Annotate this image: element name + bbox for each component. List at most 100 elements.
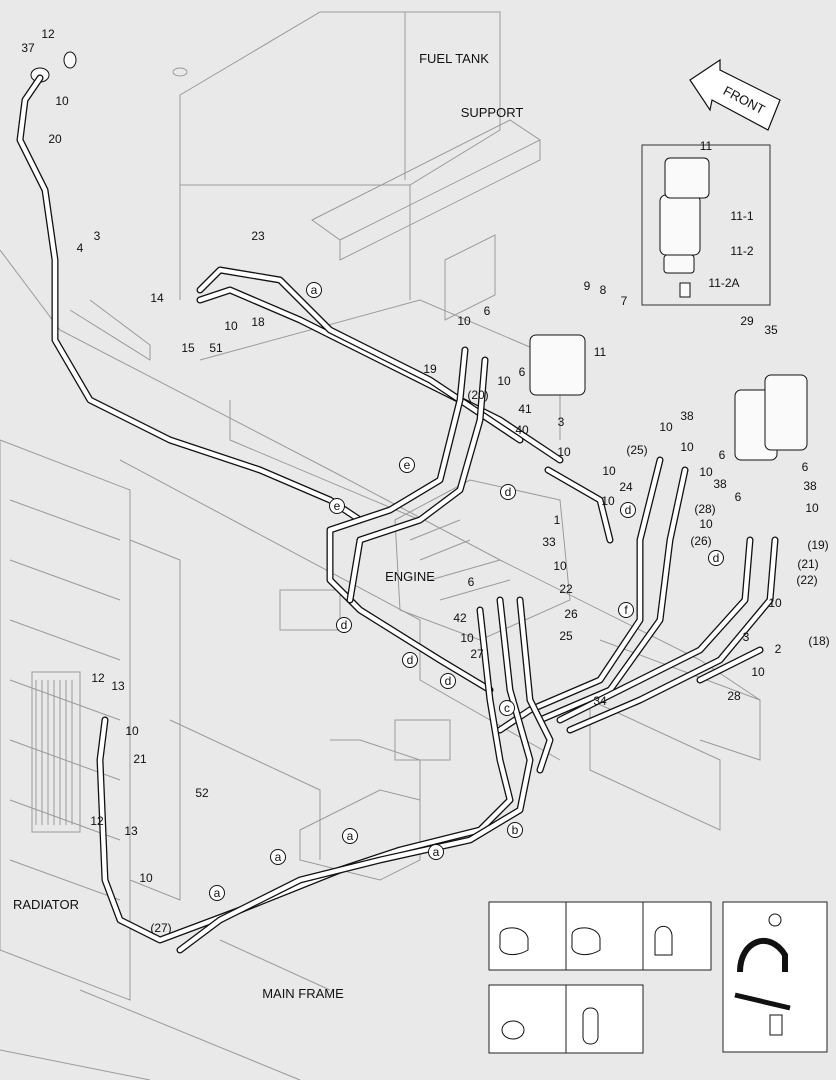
- clamp-marker: e: [329, 498, 345, 514]
- part-number-label: 9: [584, 279, 591, 293]
- part-number-label: 8: [600, 283, 607, 297]
- part-number-label: 11-2: [730, 244, 753, 258]
- part-number-label: 10: [768, 596, 782, 610]
- part-number-label: 3: [743, 630, 750, 644]
- part-number-label: 41: [518, 402, 532, 416]
- part-number-label: 6: [484, 304, 491, 318]
- part-number-label: 7: [621, 294, 628, 308]
- part-number-label: 10: [224, 319, 238, 333]
- part-number-label: 13: [111, 679, 125, 693]
- clamp-marker: a: [306, 282, 322, 298]
- part-number-label: 10: [601, 494, 615, 508]
- clamp-marker-letter: b: [512, 823, 519, 837]
- part-number-label: (19): [807, 538, 828, 552]
- part-number-label: 38: [713, 477, 727, 491]
- part-number-label: 10: [751, 665, 765, 679]
- part-number-label: (28): [694, 502, 715, 516]
- part-number-label: 29: [740, 314, 754, 328]
- part-number-label: 10: [805, 501, 819, 515]
- part-number-label: 10: [557, 445, 571, 459]
- part-number-label: (26): [690, 534, 711, 548]
- clamp-marker-letter: d: [341, 618, 348, 632]
- clamp-marker-letter: e: [404, 458, 411, 472]
- part-number-label: 33: [542, 535, 556, 549]
- part-number-label: 10: [125, 724, 139, 738]
- support-beam: [311, 119, 541, 241]
- area-title: FUEL TANK: [419, 51, 489, 66]
- part-number-label: 11: [700, 139, 713, 153]
- part-number-label: 38: [680, 409, 694, 423]
- part-number-label: 20: [48, 132, 62, 146]
- part-number-label: 6: [519, 365, 526, 379]
- part-number-label: 10: [497, 374, 511, 388]
- clamp-marker: d: [708, 550, 724, 566]
- machine-structure: [0, 11, 808, 1080]
- clamp-marker: e: [399, 457, 415, 473]
- part-number-label: 10: [460, 631, 474, 645]
- area-title: MAIN FRAME: [262, 986, 344, 1001]
- part-number-label: 10: [139, 871, 153, 885]
- part-number-label: 13: [124, 824, 138, 838]
- part-number-label: 2: [775, 642, 782, 656]
- part-number-label: 6: [735, 490, 742, 504]
- part-number-label: 6: [719, 448, 726, 462]
- clamp-marker-letter: d: [407, 653, 414, 667]
- area-title: ENGINE: [385, 569, 435, 584]
- clamp-marker-letter: d: [625, 503, 632, 517]
- clamp-marker-letter: d: [445, 674, 452, 688]
- clamp-marker: f: [618, 602, 634, 618]
- clamp-markers: aeedddfdddcbaaaaabcdef: [209, 282, 779, 1000]
- legend-panel-c: [642, 901, 712, 971]
- part-number-label: 22: [559, 582, 573, 596]
- fuel-filter-b: [764, 374, 808, 451]
- part-number-label: (22): [796, 573, 817, 587]
- part-number-label: 12: [90, 814, 104, 828]
- part-number-label: 27: [470, 647, 484, 661]
- clamp-marker-letter: a: [347, 829, 354, 843]
- clamp-marker: c: [499, 700, 515, 716]
- part-number-label: 10: [457, 314, 471, 328]
- part-number-label: 3: [94, 229, 101, 243]
- part-number-label: 51: [209, 341, 223, 355]
- part-number-label: 10: [680, 440, 694, 454]
- part-number-label: 10: [699, 465, 713, 479]
- clamp-marker-letter: a: [311, 283, 318, 297]
- hose-routing: [16, 74, 779, 954]
- part-number-label: 6: [468, 575, 475, 589]
- engine-block: [394, 479, 571, 641]
- part-number-label: (20): [467, 388, 488, 402]
- legend-panel-d: [488, 984, 567, 1054]
- part-number-label: 6: [802, 460, 809, 474]
- part-number-label: 24: [619, 480, 633, 494]
- part-number-label: 10: [602, 464, 616, 478]
- area-title: RADIATOR: [13, 897, 79, 912]
- radiator: [0, 439, 131, 1001]
- part-number-label: 10: [553, 559, 567, 573]
- part-number-label: 34: [593, 694, 607, 708]
- clamp-marker: b: [507, 822, 523, 838]
- clamp-marker: d: [620, 502, 636, 518]
- clamp-marker: d: [440, 673, 456, 689]
- part-number-label: 10: [659, 420, 673, 434]
- part-number-label: 1: [554, 513, 561, 527]
- inset-part-11: [641, 144, 771, 306]
- clamp-marker: a: [428, 844, 444, 860]
- part-number-label: 26: [564, 607, 578, 621]
- clamp-marker-letter: d: [505, 485, 512, 499]
- area-title: SUPPORT: [461, 105, 524, 120]
- fuel-tank: [179, 11, 501, 186]
- part-number-label: (27): [150, 921, 171, 935]
- part-number-label: 21: [133, 752, 147, 766]
- front-arrow-icon: [689, 58, 781, 131]
- clamp-marker-letter: a: [214, 886, 221, 900]
- part-number-label: 28: [727, 689, 741, 703]
- clamp-marker: a: [209, 885, 225, 901]
- part-number-label: 14: [150, 291, 164, 305]
- part-number-label: 11: [594, 345, 607, 359]
- fuel-filter-main: [529, 334, 586, 396]
- part-number-label: 37: [21, 41, 35, 55]
- part-number-label: 4: [77, 241, 84, 255]
- clamp-marker: d: [336, 617, 352, 633]
- part-number-label: 38: [803, 479, 817, 493]
